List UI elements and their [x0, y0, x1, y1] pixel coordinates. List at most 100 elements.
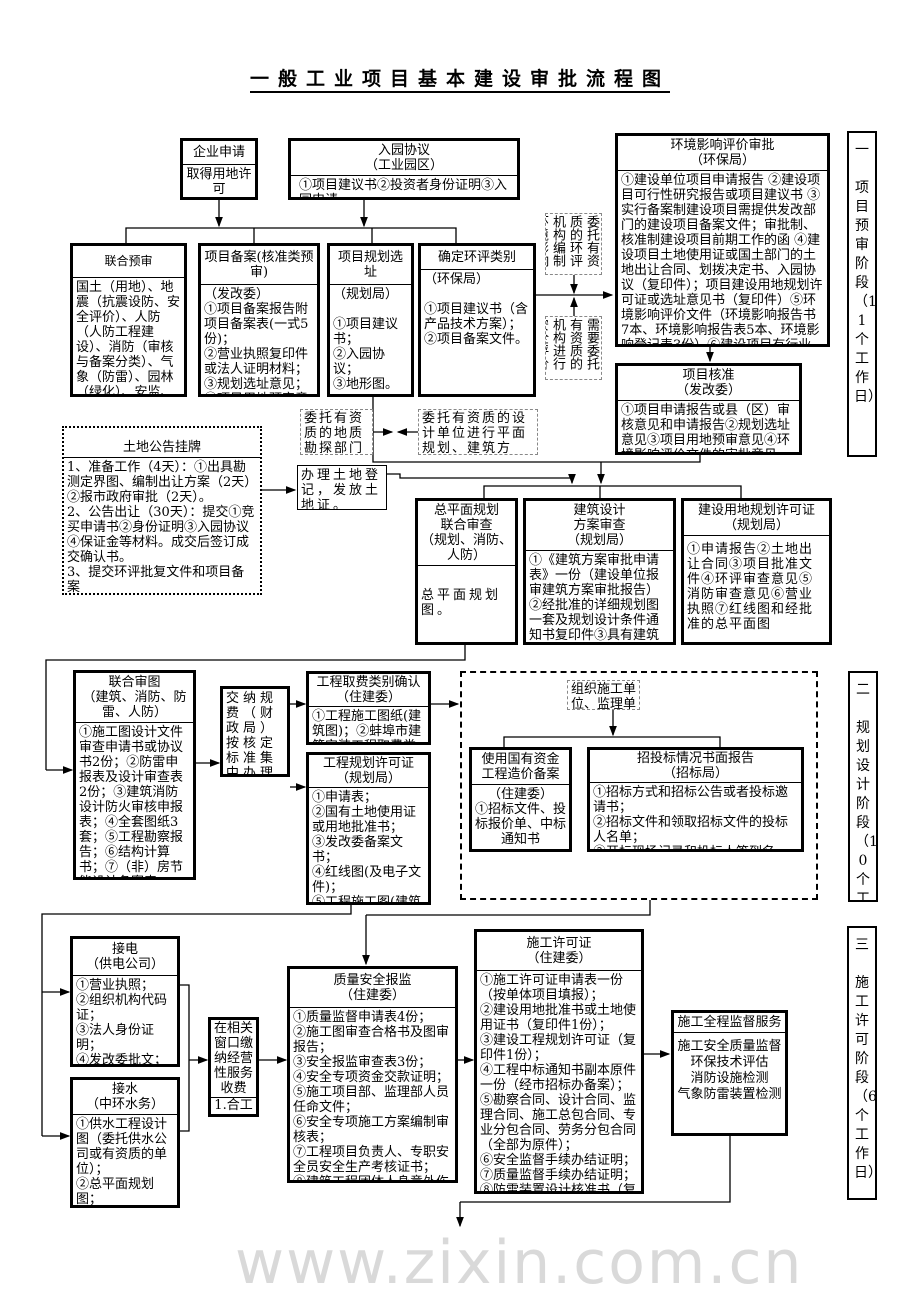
project-approval-box: 项目核准 （发改委） ①项目申请报告或县（区）审核意见和申请报告②规划选址意见③…	[615, 363, 802, 455]
tendering-group	[460, 671, 818, 900]
construction-planning-permit-box: 工程规划许可证 （规划局） ①申请表； ②国有土地使用证或用地批准书； ③发改委…	[306, 752, 431, 905]
eia-approval-box: 环境影响评价审批 （环保局） ①建设单位项目申请报告 ②建设项目可行性研究报告或…	[615, 133, 830, 347]
connector	[366, 900, 651, 916]
stage-text: 规划设计阶段（10个工作日）	[855, 720, 878, 902]
master-plan-review-box: 总平面规划 联合审查 （规划、消防、人防） 总平面规划图。	[415, 498, 518, 645]
stage-number: 二	[856, 682, 870, 698]
joint-drawing-review-box: 联合审图 （建筑、消防、防雷、人防） ①施工图设计文件审查申请书或协议书2份；②…	[73, 670, 196, 880]
box-heading: 企业申请	[183, 141, 255, 165]
box-body: ①项目建议书②投资者身份证明③入园申请	[299, 178, 508, 197]
stage-number: 一	[855, 142, 869, 158]
box-body: ①质量监督申请表4份； ②施工图审查合格书及图审报告； ③安全报监审查表3份； …	[293, 1010, 450, 1180]
tender-report-box: 招投标情况书面报告 （招标局） ①招标方式和招标公告或者投标邀请书； ②招标文件…	[587, 747, 804, 852]
box-heading: 联合审图 （建筑、消防、防雷、人防）	[76, 673, 193, 723]
project-filing-box: 项目备案(核准类预审) （发改委） ①项目备案报告附项目备案表(一式5份)； ②…	[198, 243, 320, 397]
box-body: 国土（用地）、地震（抗震设防、安全评价）、人防（人防工程建设）、消防（审核与备案…	[76, 280, 181, 394]
state-funds-cost-filing-box: 使用国有资金 工程造价备案 （住建委） ①招标文件、投标报价单、中标通知书	[469, 747, 572, 852]
box-body: 总平面规划图。	[421, 588, 502, 618]
box-body: ①供水工程设计图（委托供水公司或有资质的单位）； ②总平面规划图； ③发改委批文…	[76, 1117, 168, 1205]
water-connection-box: 接水 （中环水务） ①供水工程设计图（委托供水公司或有资质的单位）； ②总平面规…	[70, 1077, 180, 1208]
box-body: ①招标方式和招标公告或者投标邀请书； ②招标文件和领取招标文件的投标人名单； ③…	[593, 785, 789, 849]
box-heading: 项目备案(核准类预审)	[201, 246, 317, 285]
box-heading: 工程规划许可证 （规划局）	[309, 755, 428, 788]
box-body: ①《建筑方案审批申请表》一份（建设单位报审建筑方案审批报告）②经批准的详细规划图…	[529, 553, 660, 642]
note-design-institute: 委托有资质的设计单位进行平面规划、建筑方案、人防地下室和施工图设计	[418, 409, 538, 455]
box-body: ①营业执照； ②组织机构代码证； ③法人身份证明； ④发改委批文； ⑤土地证或规…	[76, 978, 168, 1064]
box-body: ①工程施工图纸(建筑图)；②蚌埠市建筑安装工程取费类别确认申请书。	[312, 709, 422, 742]
note-organize-tender: 组织施工单位、监理单位招标	[567, 680, 640, 710]
box-body: ①申请表； ②国有土地使用证或用地批准书； ③发改委备案文书； ④红线图(及电子…	[312, 790, 422, 902]
connector	[125, 227, 457, 243]
box-body: 办理土地登记，发放土地证。	[301, 468, 382, 509]
eia-category-box: 确定环评类别 （环保局） ①项目建议书（含产品技术方案）； ②项目备案文件。	[418, 243, 536, 397]
connector	[503, 736, 721, 747]
box-body: （规划局） ①项目建议书； ②入园协议； ③地形图。	[333, 287, 399, 392]
box-heading: 使用国有资金 工程造价备案	[472, 750, 569, 785]
stage-number: 三	[855, 937, 869, 953]
box-heading: 接水 （中环水务）	[73, 1080, 177, 1115]
connector	[45, 645, 466, 770]
box-heading: 招投标情况书面报告 （招标局）	[590, 750, 801, 783]
box-heading: 土地公告挂牌	[64, 428, 260, 458]
box-heading: 环境影响评价审批 （环保局）	[618, 136, 827, 171]
note-safety-assessment: 需要委托有资质的机构进行安全评价	[545, 316, 602, 380]
box-heading: 确定环评类别	[421, 246, 533, 270]
box-heading: 质量安全报监 （住建委）	[290, 969, 455, 1008]
box-heading: 入园协议 （工业园区）	[291, 141, 517, 176]
box-heading: 施工全程监督服务	[674, 1013, 785, 1033]
box-heading: 项目规划选址	[330, 246, 411, 285]
service-fee-box: 在相关窗口缴纳经营性服务收费 1.合工	[208, 1017, 259, 1117]
land-auction-box: 土地公告挂牌 1、准备工作（4天）：①出具勘测定界图、编制出让方案（2天）②报市…	[62, 426, 262, 595]
box-body: 1.合工	[214, 1098, 253, 1113]
box-heading: 建筑设计 方案审查 （规划局）	[526, 501, 673, 551]
box-heading: 在相关窗口缴纳经营性服务收费	[211, 1020, 256, 1098]
connector	[41, 905, 352, 1136]
fee-payment-box: 交纳规费（财政局） 按核定标准集中办理减免	[220, 686, 290, 777]
box-body: （发改委） ①项目备案报告附项目备案表(一式5份)； ②营业执照复印件或法人证明…	[204, 287, 309, 394]
connector	[372, 397, 701, 463]
box-body: ①项目申请报告或县（区）审核意见和申请报告②规划选址意见③项目用地预审意见④环境…	[621, 403, 791, 452]
box-heading: 施工许可证 （住建委）	[477, 932, 641, 971]
box-body: （环保局） ①项目建议书（含产品技术方案）； ②项目备案文件。	[424, 272, 529, 347]
note-geological-survey: 委托有资质的地质勘探部门进行地质勘探	[300, 409, 373, 455]
architectural-design-review-box: 建筑设计 方案审查 （规划局） ①《建筑方案审批申请表》一份（建设单位报审建筑方…	[523, 498, 676, 645]
enterprise-application-box: 企业申请 取得用地许可	[180, 138, 258, 200]
construction-supervision-box: 施工全程监督服务 施工安全质量监督 环保技术评估 消防设施检测 气象防雷装置检测	[671, 1010, 788, 1136]
watermark: www.zixin.com.cn	[235, 1228, 804, 1298]
box-body: 施工安全质量监督 环保技术评估 消防设施检测 气象防雷装置检测	[677, 1039, 782, 1102]
connector	[483, 485, 742, 498]
note-eia-agency: 委托有资质的环评机构编制环境影响评价	[545, 213, 602, 275]
box-body: ①申请报告②土地出让合同③项目批准文件④环评审查意见⑤消防审查意见⑥营业执照⑦红…	[687, 542, 814, 632]
box-body: 取得用地许可	[186, 167, 252, 197]
construction-permit-box: 施工许可证 （住建委） ①施工许可证申请表一份（按单体项目填报）； ②建设用地批…	[474, 929, 644, 1194]
box-heading: 联合预审	[73, 246, 184, 278]
box-heading: 项目核准 （发改委）	[618, 366, 799, 401]
power-connection-box: 接电 （供电公司） ①营业执照； ②组织机构代码证； ③法人身份证明； ④发改委…	[70, 936, 180, 1067]
joint-preliminary-review-box: 联合预审 国土（用地）、地震（抗震设防、安全评价）、人防（人防工程建设）、消防（…	[70, 243, 187, 397]
box-body: ①建设单位项目申请报告 ②建设项目可行性研究报告或项目建议书 ③实行备案制建设项…	[621, 173, 823, 344]
connector	[460, 1136, 731, 1203]
fee-category-confirmation-box: 工程取费类别确认 （住建委） ①工程施工图纸(建筑图)；②蚌埠市建筑安装工程取费…	[306, 671, 431, 745]
box-body: 1、准备工作（4天）：①出具勘测定界图、编制出让方案（2天）②报市政府审批（2天…	[67, 460, 255, 593]
box-heading: 接电 （供电公司）	[73, 939, 177, 976]
stage-text: 项目预审阶段（11个工作日）	[854, 180, 877, 405]
quality-safety-filing-box: 质量安全报监 （住建委） ①质量监督申请表4份； ②施工图审查合格书及图审报告；…	[287, 966, 458, 1183]
page-title: 一般工业项目基本建设审批流程图	[0, 64, 920, 93]
land-planning-permit-box: 建设用地规划许可证 （规划局） ①申请报告②土地出让合同③项目批准文件④环评审查…	[681, 498, 832, 645]
land-registration-box: 办理土地登记，发放土地证。	[297, 465, 387, 510]
connector	[180, 984, 190, 1132]
box-heading: 总平面规划 联合审查 （规划、消防、人防）	[418, 501, 515, 566]
box-body: ①施工图设计文件审查申请书或协议书2份；②防雷申报表及设计审查表2份；③建筑消防…	[79, 725, 184, 877]
stage-text: 施工许可阶段（6个工作日）	[854, 975, 877, 1181]
box-heading: 工程取费类别确认 （住建委）	[309, 674, 428, 707]
site-selection-box: 项目规划选址 （规划局） ①项目建议书； ②入园协议； ③地形图。	[327, 243, 414, 397]
box-body: （住建委） ①招标文件、投标报价单、中标通知书	[475, 787, 567, 847]
park-entry-agreement-box: 入园协议 （工业园区） ①项目建议书②投资者身份证明③入园申请	[288, 138, 520, 200]
connector	[387, 473, 572, 479]
box-heading: 建设用地规划许可证 （规划局）	[684, 501, 829, 536]
box-body: 交纳规费（财政局） 按核定标准集中办理减免	[226, 691, 278, 774]
